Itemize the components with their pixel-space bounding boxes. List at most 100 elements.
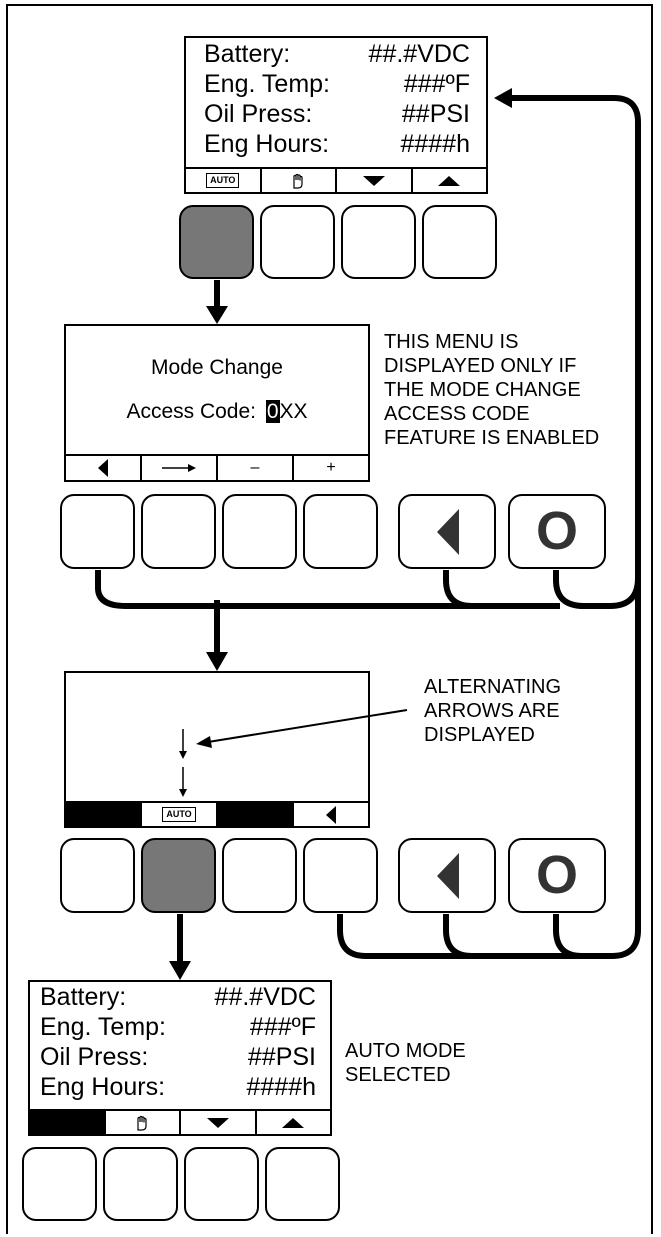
loop-off <box>553 914 583 959</box>
softkey-blank <box>30 1111 104 1134</box>
auto-icon: AUTO <box>206 173 240 188</box>
softkey-button-3[interactable] <box>341 205 416 279</box>
row-value: ##.#VDC <box>214 983 316 1011</box>
softkey-button-4[interactable] <box>422 205 497 279</box>
softkey-button-3[interactable] <box>222 838 297 913</box>
access-code-cursor: 0 <box>265 400 280 423</box>
softkey-blank <box>216 803 292 826</box>
softkey-button-4[interactable] <box>303 494 378 569</box>
display-auto-selected: Battery: ##.#VDC Eng. Temp: ###ºF Oil Pr… <box>28 980 332 1136</box>
down-arrow-icon <box>206 1117 229 1128</box>
softkey-hand <box>103 1111 179 1134</box>
softkey-bar <box>30 1109 330 1134</box>
row-label: Battery: <box>204 40 291 68</box>
row-label: Eng. Temp: <box>40 1013 167 1041</box>
up-arrow-icon <box>438 175 461 186</box>
softkey-plus: + <box>292 456 368 480</box>
row-label: Battery: <box>40 983 127 1011</box>
row-value: ##.#VDC <box>368 40 470 68</box>
row-label: Eng Hours: <box>204 130 330 158</box>
row-label: Oil Press: <box>40 1043 149 1071</box>
row-value: ####h <box>400 130 470 158</box>
mode-change-title: Mode Change <box>151 356 283 379</box>
softkey-auto: AUTO <box>186 169 260 192</box>
back-arrow-icon <box>437 853 459 899</box>
row-label: Eng. Temp: <box>204 70 331 98</box>
loop-key4 <box>337 560 641 959</box>
right-arrow-icon <box>162 464 196 472</box>
softkey-hand <box>259 169 335 192</box>
diagram-frame <box>6 4 653 1234</box>
row-value: ####h <box>246 1073 316 1101</box>
row-value: ##PSI <box>247 1043 316 1071</box>
loop-back <box>443 914 473 959</box>
softkey-next <box>140 456 216 480</box>
row-label: Eng Hours: <box>40 1073 166 1101</box>
hand-icon <box>137 1115 147 1131</box>
softkey-up <box>410 169 486 192</box>
display-main-status: Battery: ##.#VDC Eng. Temp: ###ºF Oil Pr… <box>184 36 488 194</box>
access-code-label: Access Code: <box>126 400 256 423</box>
display-alternating-arrows: AUTO <box>64 671 370 828</box>
access-code-rest: XX <box>279 400 308 423</box>
softkey-button-1[interactable] <box>60 494 135 569</box>
softkey-down <box>179 1111 255 1134</box>
note-auto-selected: AUTO MODE SELECTED <box>345 1040 466 1086</box>
softkey-down <box>335 169 411 192</box>
softkey-button-3[interactable] <box>184 1147 259 1221</box>
return-curve-back <box>443 570 473 609</box>
softkey-button-2[interactable] <box>260 205 335 279</box>
softkey-blank <box>66 803 140 826</box>
off-label: O <box>535 845 578 905</box>
off-label: O <box>535 501 578 561</box>
row-value: ##PSI <box>401 100 470 128</box>
softkey-back <box>66 456 140 480</box>
off-button[interactable]: O <box>508 494 606 569</box>
access-code-line: Access Code: 0XX <box>66 400 368 424</box>
softkey-button-2[interactable] <box>141 494 216 569</box>
minus-label: – <box>250 459 260 476</box>
softkey-bar: – + <box>66 454 368 480</box>
return-curve-left <box>95 570 260 609</box>
softkey-button-2[interactable] <box>103 1147 178 1221</box>
row-value: ###ºF <box>403 70 470 98</box>
softkey-button-1[interactable] <box>179 205 254 279</box>
softkey-button-4[interactable] <box>303 838 378 913</box>
softkey-bar: AUTO <box>66 801 368 826</box>
annotation-pointer-head <box>196 736 212 748</box>
off-button[interactable]: O <box>508 838 606 913</box>
left-arrow-icon <box>98 459 108 477</box>
auto-icon: AUTO <box>162 807 196 822</box>
display-mode-change: Mode Change Access Code: 0XX – + <box>64 324 370 482</box>
hand-icon <box>293 173 303 189</box>
softkey-button-2[interactable] <box>141 838 216 913</box>
arrowhead-down-3 <box>169 961 191 980</box>
arrowhead-down-2 <box>206 652 228 671</box>
note-alternating-arrows: ALTERNATING ARROWS ARE DISPLAYED <box>424 676 562 746</box>
row-label: Oil Press: <box>204 100 313 128</box>
alternating-arrows-icon <box>179 729 187 797</box>
left-arrow-icon <box>326 805 336 824</box>
back-button[interactable] <box>398 838 496 913</box>
softkey-up <box>254 1111 330 1134</box>
softkey-button-3[interactable] <box>222 494 297 569</box>
note-mode-change: THIS MENU IS DISPLAYED ONLY IF THE MODE … <box>384 331 600 449</box>
softkey-button-1[interactable] <box>60 838 135 913</box>
softkey-minus: – <box>216 456 292 480</box>
row-value: ###ºF <box>249 1013 316 1041</box>
up-arrow-icon <box>282 1117 305 1128</box>
plus-label: + <box>326 459 336 476</box>
softkey-back <box>292 803 368 826</box>
softkey-bar: AUTO <box>186 167 486 192</box>
softkey-auto: AUTO <box>140 803 216 826</box>
back-arrow-icon <box>437 509 459 555</box>
back-button[interactable] <box>398 494 496 569</box>
arrowhead-left-return <box>494 88 512 108</box>
down-arrow-icon <box>362 175 385 186</box>
return-curve-off <box>510 95 641 609</box>
annotation-pointer <box>207 709 408 743</box>
softkey-button-4[interactable] <box>265 1147 340 1221</box>
softkey-button-1[interactable] <box>22 1147 97 1221</box>
arrowhead-down-1 <box>206 306 228 324</box>
